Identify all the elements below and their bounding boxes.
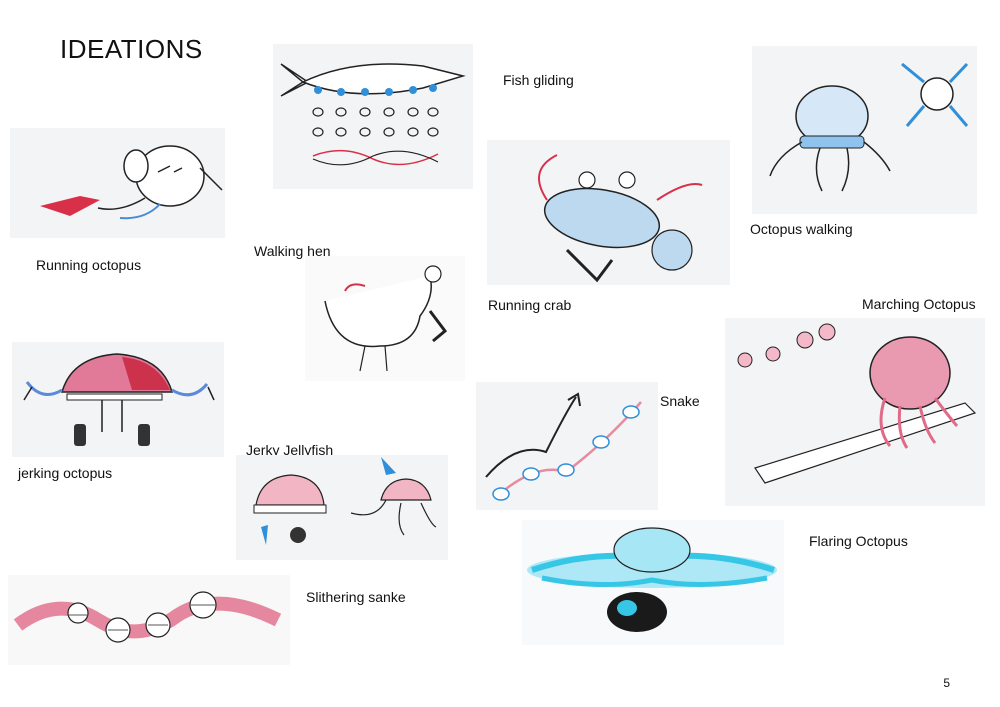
caption-running-crab: Running crab (488, 297, 572, 313)
running-crab-sketch (487, 140, 730, 285)
page-title: IDEATIONS (60, 34, 203, 64)
caption-running-octopus: Running octopus (36, 257, 142, 273)
caption-octopus-walking: Octopus walking (750, 221, 853, 237)
walking-hen-sketch (305, 256, 465, 381)
fish-gliding-sketch (273, 44, 473, 189)
flaring-octopus-sketch (522, 520, 784, 645)
caption-slithering-sanke: Slithering sanke (306, 589, 406, 605)
caption-fish-gliding: Fish gliding (503, 72, 574, 88)
caption-jerky-jellyfish: Jerky Jellyfish (246, 442, 334, 458)
snake-sketch (476, 382, 658, 510)
caption-snake: Snake (660, 393, 700, 409)
slithering-snake-sketch (8, 575, 290, 665)
octopus-walking-sketch (752, 46, 977, 214)
caption-walking-hen: Walking hen (254, 243, 331, 259)
caption-flaring-octopus: Flaring Octopus (809, 533, 908, 549)
jerky-jellyfish-sketch (236, 455, 448, 560)
page-number: 5 (943, 676, 950, 690)
marching-octopus-sketch (725, 318, 985, 506)
caption-jerking-octopus: jerking octopus (18, 465, 113, 481)
jerking-octopus-sketch (12, 342, 224, 457)
running-octopus-sketch (10, 128, 225, 238)
caption-marching-octopus: Marching Octopus (862, 296, 976, 312)
